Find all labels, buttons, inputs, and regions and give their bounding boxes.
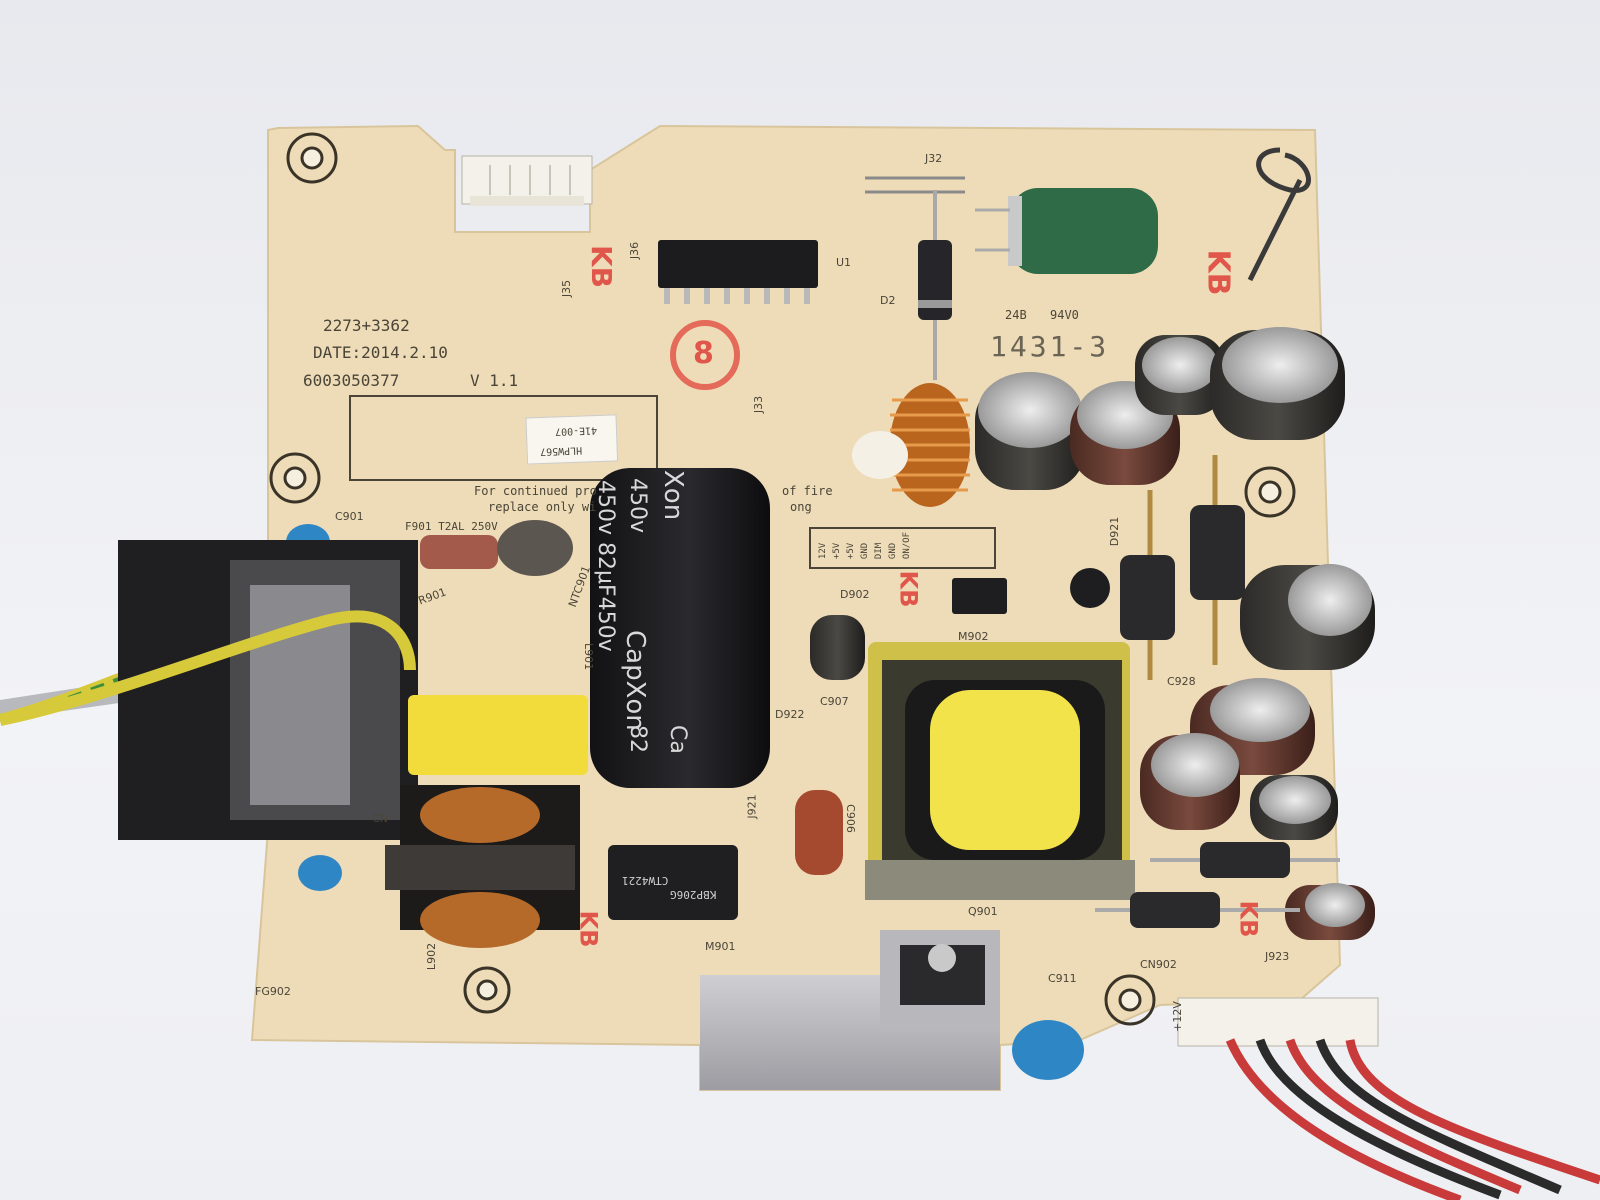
capxon-tail-rating: 82 [625,725,650,753]
kb-mark-4: KB [574,910,603,948]
heatsink [700,930,1000,1090]
ref-j921: J921 [745,794,759,819]
ref-m902: M902 [958,630,989,643]
electrolytic-cap-right [1240,564,1375,670]
ref-u1: U1 [836,256,852,269]
board-date: DATE:2014.2.10 [313,343,448,362]
pin-header-outline [809,527,996,569]
x-capacitor [408,695,588,775]
pin-dim: DIM [874,542,884,560]
kb-mark-5: KB [1234,900,1263,938]
flammability-rating: 94V0 [1050,308,1079,322]
kb-mark-2: KB [1200,249,1236,296]
common-mode-choke [385,785,580,948]
ul-mark: 24B [1005,308,1027,322]
bridge-rectifier-code: CTW4221 [622,874,669,887]
ref-j36: J36 [628,241,642,260]
fuse-ntc [420,520,573,576]
ref-d2: D2 [880,294,896,307]
ref-m901: M901 [705,940,736,953]
label-sticker [525,414,619,465]
qc-stamp [670,320,740,390]
pin-gnd-b: GND [888,542,898,560]
ref-cn: CN [372,812,388,825]
capxon-tail-brand: Ca [665,725,690,754]
toroid-inductor [852,383,970,507]
kb-mark-1: KB [585,244,619,289]
capxon-rating: 450v 82μF450v [593,480,618,652]
pin-5v-b: +5V [846,542,856,560]
ref-j32: J32 [925,152,943,165]
ref-q901: Q901 [968,905,998,918]
kb-mark-3: KB [894,570,923,608]
ref-d922: D922 [775,708,805,721]
ref-c901: C901 [335,510,364,523]
warning-text-3: of fire [782,484,833,498]
main-transformer [865,642,1135,900]
date-code: 1431-3 [990,330,1110,363]
ref-l902: L902 [425,942,439,971]
pin-12v: 12V [818,542,828,560]
ref-d902: D902 [840,588,870,601]
warning-text-4: ong [790,500,812,514]
ref-j35: J35 [560,279,574,298]
serial-number: 6003050377 [303,371,400,390]
diodes-lower [1095,842,1340,928]
ref-12v: +12V [1170,1001,1184,1032]
capxon-brand: CapXon [620,630,650,731]
ic-u1 [658,240,818,304]
green-capacitor [975,188,1158,274]
marker-scribble [1247,147,1311,282]
ref-c907: C907 [820,695,849,708]
pin-5v-a: +5V [832,542,842,560]
pin-on-off: ON/OF [902,532,912,560]
sticker-text-1: HLPW567 [539,444,583,457]
ref-j33: J33 [752,395,766,414]
ref-c911: C911 [1048,972,1077,985]
output-connector [1177,997,1600,1200]
sticker-text-2: 41E-007 [554,424,598,437]
capacitor-c906 [795,790,843,875]
ref-l901: L901 [582,642,596,671]
ac-inlet [0,540,418,840]
ref-d921: D921 [1108,516,1122,547]
ref-cn902: CN902 [1140,958,1177,971]
capxon-rating-partial: 450v [625,478,650,534]
warning-text-2: replace only wi [488,500,597,514]
board-version: V 1.1 [470,371,519,390]
top-connector [461,155,593,206]
ref-c906: C906 [843,804,857,833]
diodes-right [1070,455,1245,680]
fuse-label: F901 T2AL 250V [405,520,498,533]
diode-d2 [865,176,965,380]
main-bulk-capacitor [590,468,770,788]
pin-gnd-a: GND [860,542,870,560]
optocoupler [952,578,1007,614]
electrolytic-caps-top [975,327,1345,490]
capacitor-c907 [810,615,865,680]
qc-stamp-number: 8 [693,336,714,371]
mounting-holes [269,132,1296,1026]
electrolytic-caps-lower [1140,678,1375,940]
label-area-outline [349,395,658,481]
ref-j923: J923 [1265,950,1290,963]
bridge-rectifier [608,845,738,920]
part-number: 2273+3362 [323,316,410,335]
ref-fg902: FG902 [255,985,291,998]
warning-text-1: For continued pro [474,484,597,498]
capxon-brand-partial: Xon [658,470,688,521]
bridge-rectifier-model: KBP206G [670,888,717,901]
pin-labels: 12V +5V +5V GND DIM GND ON/OF [818,532,912,559]
ref-c928: C928 [1167,675,1196,688]
